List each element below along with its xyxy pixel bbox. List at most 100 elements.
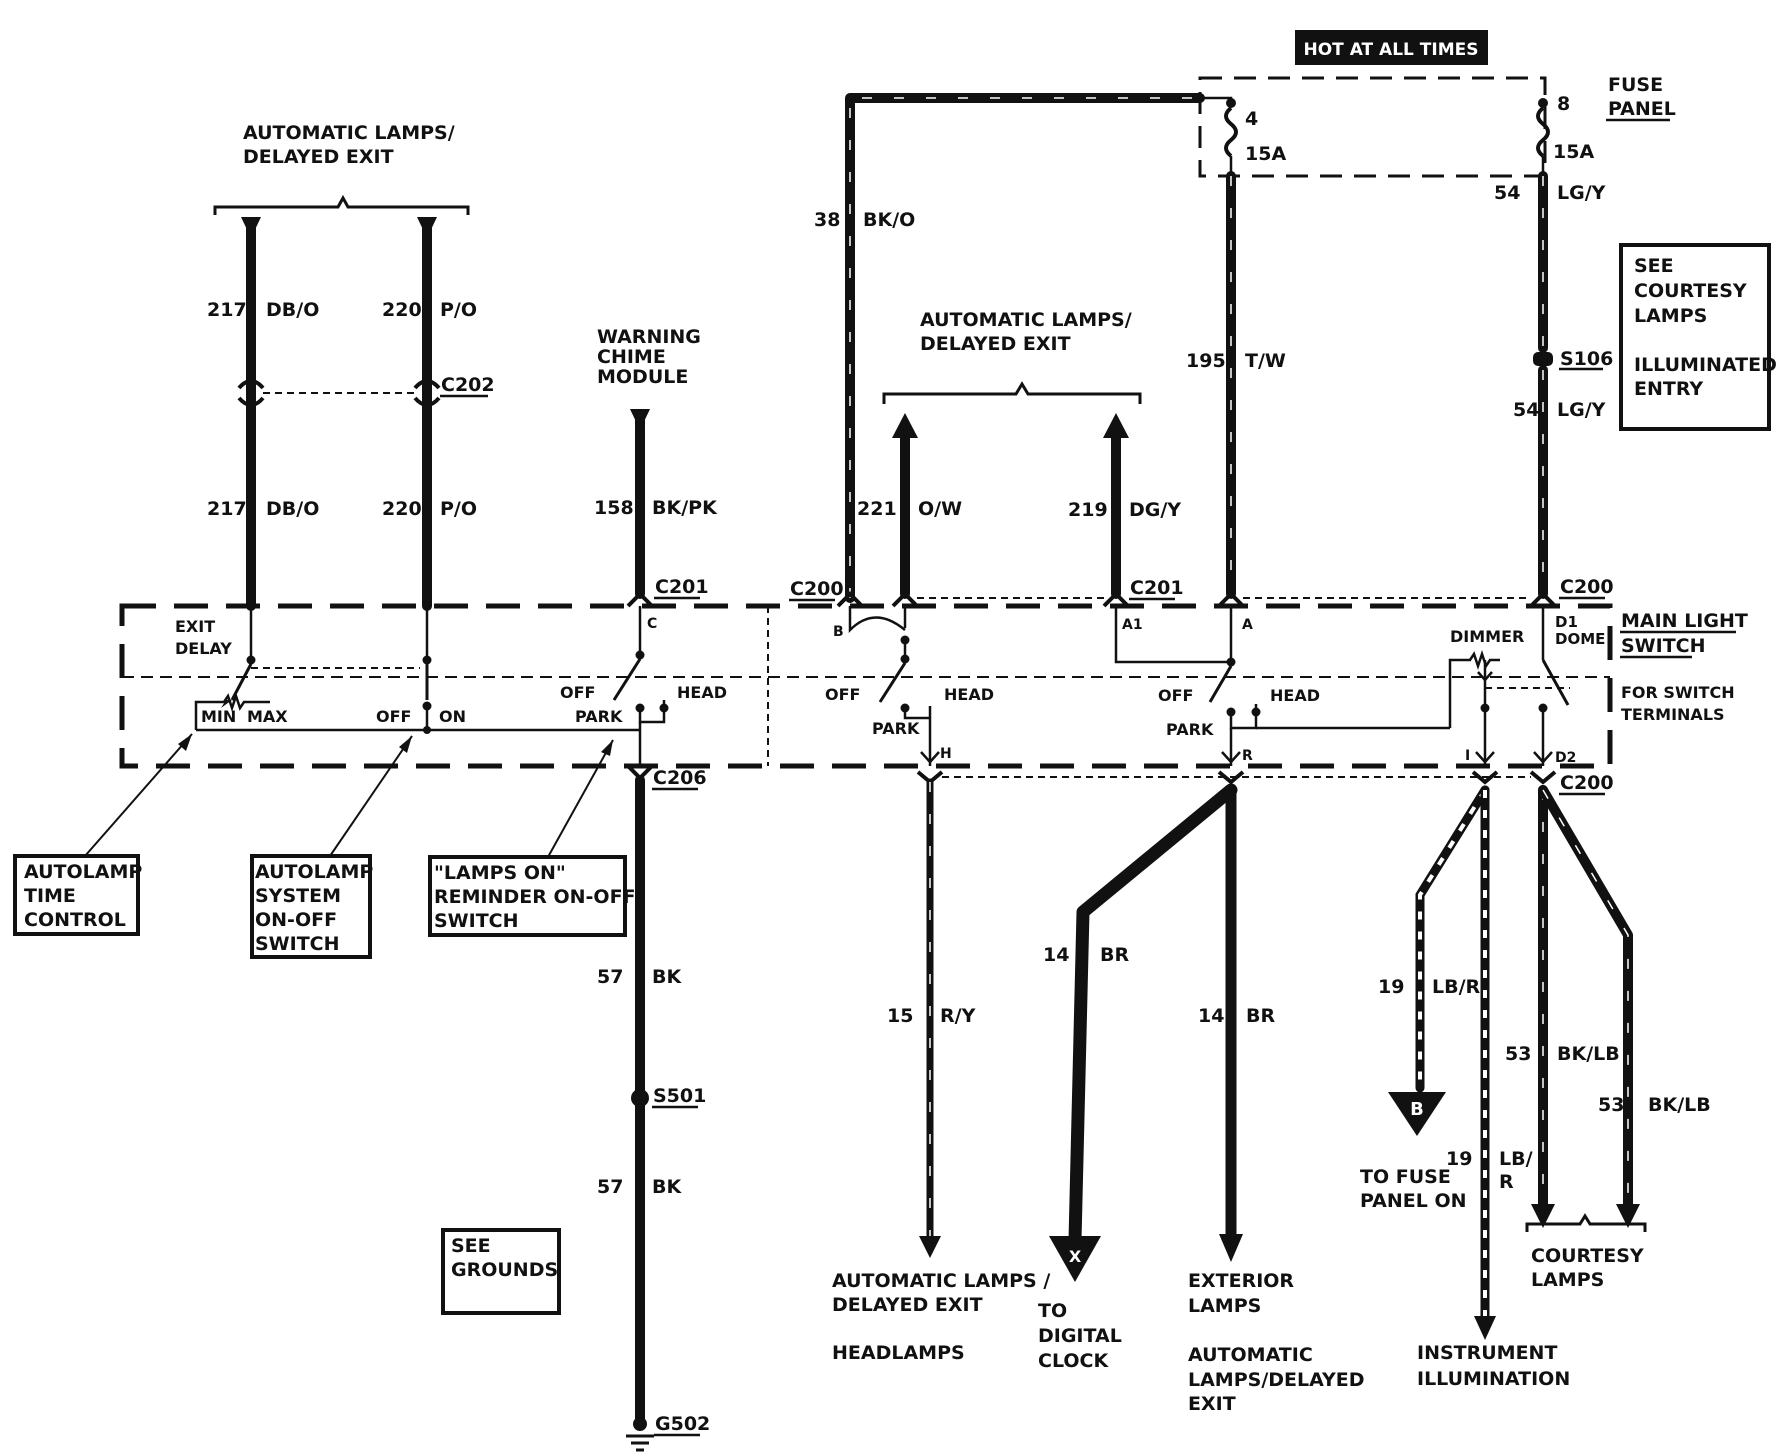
fuse-4-rating: 15A (1245, 143, 1286, 165)
wire-color: BK/O (863, 209, 915, 231)
wire-color: R/Y (940, 1005, 976, 1027)
connector-label: C201 (1130, 577, 1184, 599)
connector-b-label: B (1410, 1099, 1424, 1120)
switch-label: DELAY (175, 639, 232, 658)
wire-arrow (1219, 1234, 1243, 1262)
lamps-on-reminder-switch (612, 606, 669, 766)
group-brace (882, 381, 1142, 404)
terminal-label: B (833, 624, 844, 640)
wire-color: BR (1100, 944, 1129, 966)
destination-label: ILLUMINATION (1417, 1368, 1570, 1390)
reference-text: SEE (451, 1235, 491, 1257)
connector-pin (1102, 591, 1130, 608)
switch-position-label: MIN (201, 707, 236, 726)
exterior-lamp-switch (1114, 606, 1450, 766)
main-light-switch-box (119, 603, 1613, 769)
ground-label: G502 (655, 1413, 710, 1435)
wire-color: BK (652, 1176, 682, 1198)
connector-label: C200 (790, 578, 844, 600)
wire-14-clock (1068, 783, 1238, 1247)
destination-label: PANEL ON (1360, 1190, 1467, 1212)
module-label: MODULE (597, 366, 688, 388)
destination-label: EXIT (1188, 1393, 1236, 1415)
fuse-8-number: 8 (1557, 93, 1570, 115)
connector-label: C206 (653, 767, 707, 789)
wire-19-fuse (1415, 785, 1490, 1093)
wire-stripe (849, 97, 1200, 598)
switch-position-label: PARK (575, 707, 623, 726)
wire-number: 57 (597, 966, 623, 988)
connector-pin (891, 591, 919, 608)
wire-number: 217 (207, 299, 247, 321)
connector-x-marker (1049, 1236, 1101, 1282)
wire-number: 195 (1186, 350, 1226, 372)
component-label: SWITCH (1621, 635, 1706, 657)
splice-label: S106 (1560, 348, 1613, 370)
connector-pin (1529, 591, 1557, 608)
terminal-label: D2 (1555, 750, 1576, 766)
destination-label: CLOCK (1038, 1350, 1109, 1372)
destination-label: HEADLAMPS (832, 1342, 965, 1364)
wire-color: P/O (440, 498, 477, 520)
wire-color: BR (1246, 1005, 1275, 1027)
wire-color: O/W (918, 498, 962, 520)
wire-color: P/O (440, 299, 477, 321)
callout-autolamp-time-control (13, 733, 193, 936)
wire-number: 220 (382, 299, 422, 321)
switch-position-label: HEAD (1270, 686, 1320, 705)
wire-number: 220 (382, 498, 422, 520)
wire-color: DB/O (266, 498, 319, 520)
destination-label: TO (1038, 1300, 1067, 1322)
wire-color: LG/Y (1557, 182, 1606, 204)
terminal-label: A (1242, 617, 1253, 633)
connector-c201-pin (626, 591, 654, 608)
switch-label: DOME (1555, 630, 1605, 648)
switch-position-label: HEAD (944, 685, 994, 704)
wire-color: LG/Y (1557, 399, 1606, 421)
reference-text: SEE (1634, 255, 1674, 277)
group-label-delayed-exit: DELAYED EXIT (243, 146, 394, 168)
svg-text:HOT AT ALL TIMES: HOT AT ALL TIMES (1304, 40, 1479, 60)
connector-label: C200 (1560, 576, 1614, 598)
destination-label: INSTRUMENT (1417, 1342, 1557, 1364)
wire-arrow (919, 1236, 941, 1258)
destination-label: DIGITAL (1038, 1325, 1122, 1347)
wire-number: 221 (857, 498, 897, 520)
destination-label: LAMPS (1188, 1295, 1261, 1317)
wire-number: 14 (1198, 1005, 1224, 1027)
wire-arrow (892, 413, 918, 438)
connector-label: C201 (655, 576, 709, 598)
connector-label: C202 (441, 374, 495, 396)
wire-number: 14 (1043, 944, 1069, 966)
fuse-panel-label: FUSE (1608, 74, 1663, 96)
see-courtesy-lamps-box (1619, 243, 1771, 431)
switch-position-label: OFF (1158, 686, 1193, 705)
wire-number: 15 (887, 1005, 913, 1027)
callout-text: TIME (24, 885, 76, 907)
connector-c200-pin (836, 591, 864, 608)
wire-arrow (1531, 1204, 1555, 1228)
terminal-label: C (647, 616, 657, 632)
autolamp-system-switch (251, 606, 432, 734)
destination-label: COURTESY (1531, 1245, 1644, 1267)
see-grounds-box (441, 1228, 561, 1315)
wire-number: 57 (597, 1176, 623, 1198)
splice-label: S501 (653, 1085, 706, 1107)
callout-lamps-on-reminder (428, 739, 627, 937)
switch-position-label: PARK (872, 719, 920, 738)
wire-number: 19 (1446, 1148, 1472, 1170)
wire-number: 54 (1494, 182, 1520, 204)
connector-x-label: X (1069, 1247, 1082, 1266)
wire-color: DB/O (266, 299, 319, 321)
group-label-automatic-lamps: AUTOMATIC LAMPS/ (920, 309, 1132, 331)
dimmer-dome-switch (1448, 606, 1570, 766)
wire-color: BK (652, 966, 682, 988)
wire-number: 219 (1068, 499, 1108, 521)
group-label-automatic-lamps: AUTOMATIC LAMPS/ (243, 122, 455, 144)
wire-number: 158 (594, 497, 634, 519)
group-brace (1525, 1213, 1647, 1232)
destination-label: LAMPS/DELAYED (1188, 1369, 1365, 1391)
destination-label: AUTOMATIC LAMPS / (832, 1270, 1050, 1292)
destination-label: DELAYED EXIT (832, 1294, 983, 1316)
connector-c200-bottom (916, 770, 1557, 785)
